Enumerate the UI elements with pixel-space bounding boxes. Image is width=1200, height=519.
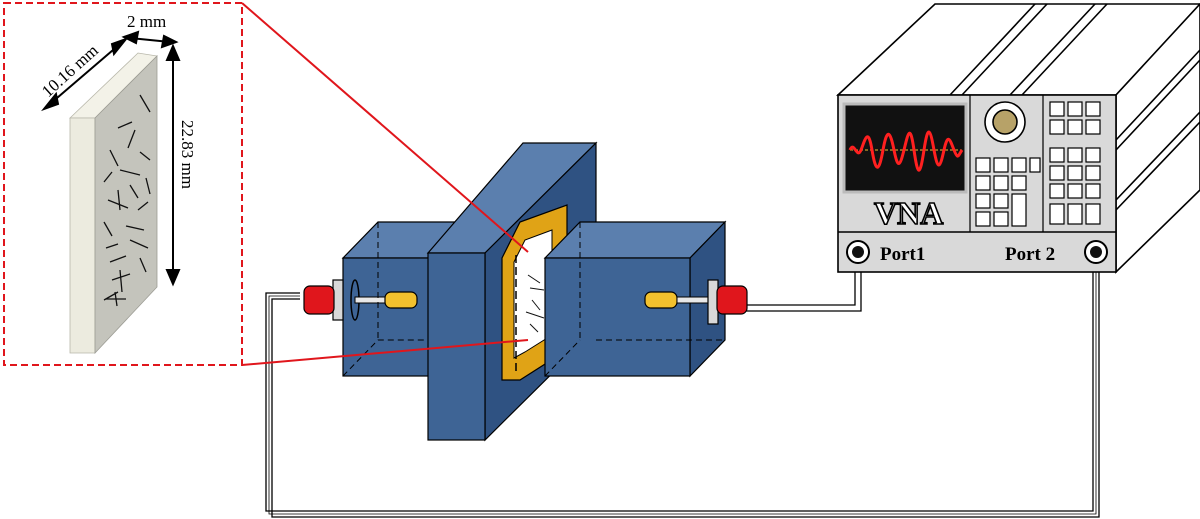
length-arrow	[49, 43, 121, 105]
cable-port2-inner	[271, 258, 1100, 518]
inset-dashed-frame	[3, 2, 243, 366]
right-adapter-cap	[716, 285, 748, 315]
dimension-arrows	[41, 30, 181, 287]
right-pin-shaft	[676, 296, 710, 304]
screen-trace	[848, 130, 964, 172]
waveguide-assembly	[303, 141, 748, 442]
specimen-front-face	[94, 55, 158, 355]
vna-side-stripes	[1115, 49, 1200, 211]
specimen-fibers	[103, 94, 151, 307]
left-pin	[384, 291, 418, 309]
left-adapter-cap	[303, 285, 335, 315]
thickness-label: 2 mm	[127, 12, 166, 31]
cable-port2-mid	[268, 258, 1097, 515]
zoom-callout-lines	[241, 2, 529, 366]
length-label: 10.16 mm	[38, 41, 102, 101]
height-label: 22.83 mm	[178, 120, 197, 189]
right-pin	[644, 291, 678, 309]
right-waveguide-front	[544, 257, 691, 377]
vna-keypad-right	[1049, 101, 1101, 225]
hidden-edges	[342, 222, 725, 377]
cable-port2-outer	[265, 258, 1094, 512]
vna-top-stripes	[949, 3, 1108, 96]
vna-label: VNA	[874, 195, 943, 231]
specimen-inset: 10.16 mm 2 mm 22.83 mm	[3, 2, 243, 366]
cable-port1-to-right-adapter	[745, 258, 862, 312]
left-pin-shaft	[354, 296, 388, 304]
coax-cables	[265, 258, 1100, 518]
vna-keypad-middle	[975, 157, 1041, 227]
port2-label: Port 2	[1005, 244, 1055, 265]
vna-instrument: VNA	[835, 2, 1200, 274]
specimen-side-edge	[69, 117, 96, 354]
sample-fibers	[525, 274, 545, 333]
port1-label: Port1	[880, 244, 925, 265]
vna-knob-inner	[992, 109, 1018, 135]
